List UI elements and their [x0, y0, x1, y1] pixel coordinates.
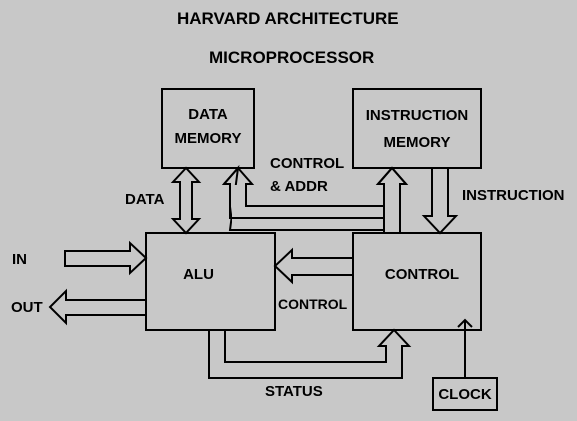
instruction-memory-block [352, 88, 482, 169]
out-arrow [48, 288, 147, 326]
diagram-title-line1: HARVARD ARCHITECTURE [177, 9, 399, 28]
alu-label: ALU [183, 266, 214, 283]
instruction-memory-label-line1: INSTRUCTION [365, 107, 469, 124]
alu-block [145, 232, 276, 331]
data-memory-block [161, 88, 255, 169]
data-memory-label-line1: DATA [188, 106, 228, 123]
control-signal-label: CONTROL [278, 296, 348, 312]
control-block-label: CONTROL [384, 266, 460, 283]
control-addr-label-line2: & ADDR [270, 178, 328, 195]
data-bus-label: DATA [125, 191, 165, 208]
control-addr-bus-body [232, 185, 398, 232]
control-addr-bus-outline-inner [229, 184, 385, 233]
control-addr-label-line1: CONTROL [270, 155, 345, 172]
data-memory-label-line2: MEMORY [174, 130, 242, 147]
in-arrow [64, 240, 148, 276]
out-label: OUT [11, 299, 43, 316]
in-label: IN [12, 251, 27, 268]
diagram-title-line2: MICROPROCESSOR [209, 48, 375, 67]
status-bus-label: STATUS [265, 383, 323, 400]
clock-edge-marker [457, 318, 473, 328]
control-to-alu-arrow [273, 247, 354, 285]
instruction-memory-label-line2: MEMORY [383, 134, 451, 151]
status-bus-arrow [208, 328, 412, 379]
clock-label: CLOCK [438, 386, 492, 403]
data-bus-arrow [170, 166, 202, 235]
control-block [352, 232, 482, 331]
control-addr-bus-outline [223, 166, 409, 233]
instruction-bus-label: INSTRUCTION [462, 187, 565, 204]
instruction-bus-arrow [421, 167, 459, 235]
